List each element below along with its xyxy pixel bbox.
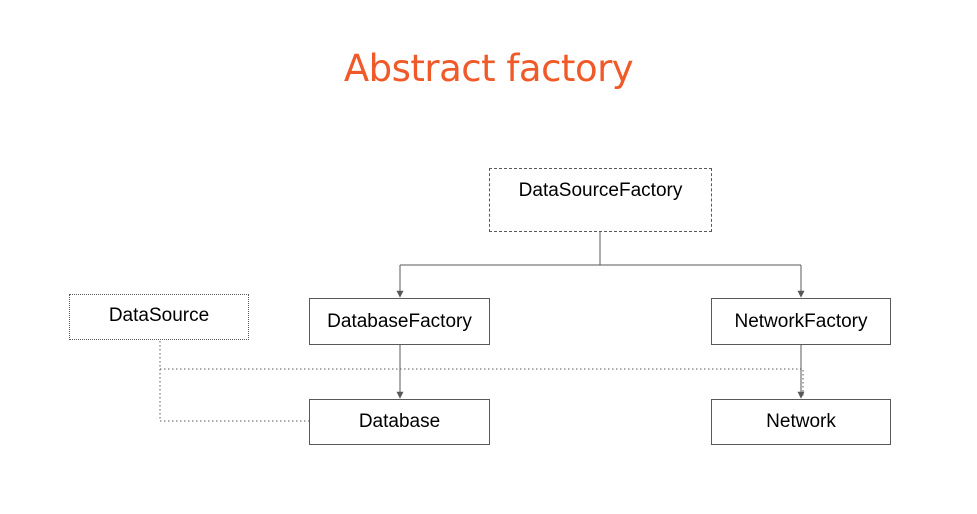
- node-data-source-factory: DataSourceFactory: [489, 168, 712, 232]
- node-data-source: DataSource: [69, 294, 249, 340]
- node-network: Network: [711, 399, 891, 445]
- node-database-factory: DatabaseFactory: [309, 298, 490, 345]
- node-database: Database: [309, 399, 490, 445]
- node-label: Network: [766, 411, 836, 432]
- dotted-link-datasource-to-network: [160, 368, 804, 398]
- node-network-factory: NetworkFactory: [711, 298, 891, 345]
- node-label: DataSourceFactory: [518, 180, 683, 201]
- diagram-title: Abstract factory: [343, 47, 634, 90]
- dotted-link-datasource-to-database: [159, 341, 309, 422]
- node-label: Database: [358, 411, 441, 432]
- node-label: DataSource: [108, 305, 210, 326]
- node-label: NetworkFactory: [734, 310, 868, 332]
- node-label: DatabaseFactory: [327, 310, 472, 332]
